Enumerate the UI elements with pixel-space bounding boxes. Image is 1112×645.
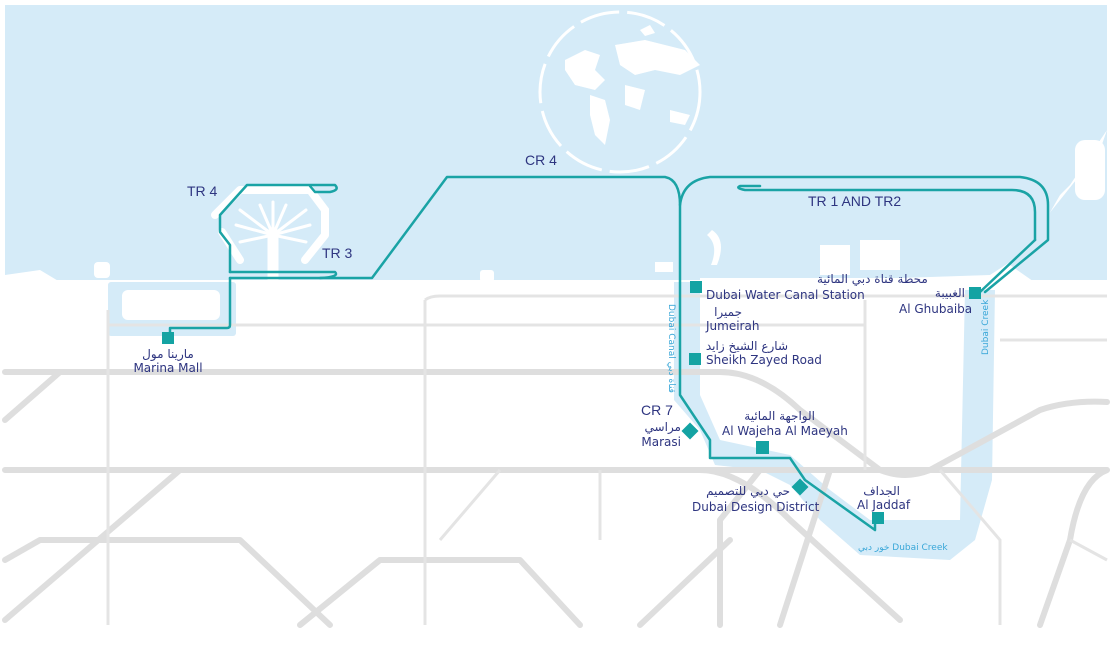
svg-text:الغبيبة: الغبيبة (935, 286, 965, 300)
svg-text:Marasi: Marasi (641, 435, 681, 449)
route-label-tr1-tr2: TR 1 AND TR2 (808, 193, 901, 209)
svg-text:Al Jaddaf: Al Jaddaf (857, 498, 911, 512)
station-dubai-water-canal[interactable] (690, 281, 702, 293)
svg-text:Dubai Design District: Dubai Design District (692, 500, 820, 514)
water-label-dubai-canal: Dubai Canal قناة دبي (666, 304, 676, 393)
palm-jumeirah (211, 186, 329, 281)
svg-text:جميرا: جميرا (714, 305, 742, 320)
station-d3[interactable] (791, 478, 809, 496)
station-al-jaddaf[interactable] (872, 512, 884, 524)
ferry-routes (168, 175, 1050, 532)
station-marasi[interactable] (681, 422, 699, 440)
route-label-tr3: TR 3 (322, 245, 353, 261)
svg-text:Marina Mall: Marina Mall (133, 361, 202, 375)
route-label-cr7: CR 7 (641, 402, 673, 418)
station-al-ghubaiba[interactable] (969, 287, 981, 299)
svg-text:الجداف: الجداف (863, 484, 900, 498)
route-label-cr4: CR 4 (525, 152, 557, 168)
station-labels: مارينا مول Marina Mall محطة قناة دبي الم… (133, 272, 972, 514)
world-islands (538, 10, 702, 174)
svg-text:Dubai Water Canal Station: Dubai Water Canal Station (706, 288, 865, 302)
roads (2, 294, 1110, 628)
station-sheikh-zayed-road[interactable] (689, 353, 701, 365)
svg-text:محطة قناة دبي المائية: محطة قناة دبي المائية (817, 272, 928, 286)
svg-text:Al Ghubaiba: Al Ghubaiba (899, 302, 972, 316)
station-al-wajeha[interactable] (756, 441, 769, 454)
svg-text:Sheikh Zayed Road: Sheikh Zayed Road (706, 353, 822, 367)
water-label-dubai-creek-vertical: Dubai Creek (981, 299, 991, 355)
svg-text:شارع الشيخ زايد: شارع الشيخ زايد (706, 339, 788, 354)
svg-text:Jumeirah: Jumeirah (705, 319, 759, 333)
station-marina-mall[interactable] (162, 332, 174, 344)
svg-text:Al Wajeha Al Maeyah: Al Wajeha Al Maeyah (722, 424, 848, 438)
water-label-dubai-creek: خور دبي Dubai Creek (858, 543, 948, 553)
svg-text:مراسي: مراسي (645, 420, 681, 435)
svg-text:حي دبي للتصميم: حي دبي للتصميم (706, 484, 790, 498)
route-label-tr4: TR 4 (187, 183, 218, 199)
svg-text:الواجهة المائية: الواجهة المائية (744, 409, 815, 424)
svg-text:مارينا مول: مارينا مول (142, 347, 194, 362)
